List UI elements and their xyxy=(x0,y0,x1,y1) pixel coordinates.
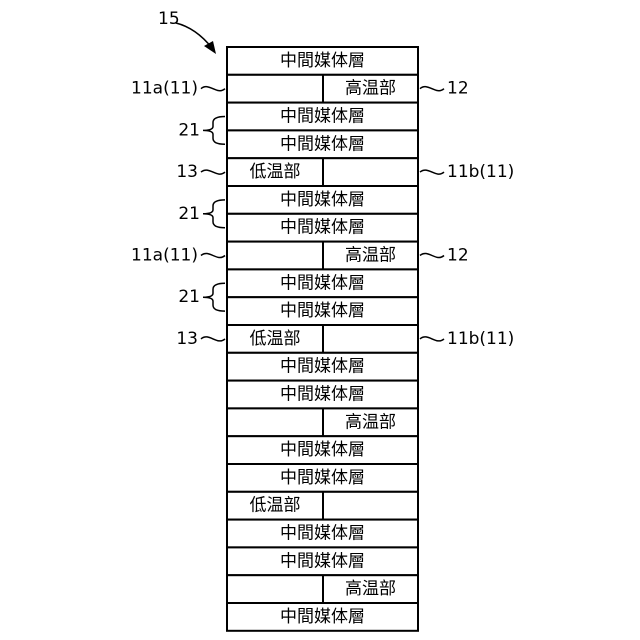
middle-layer-label: 中間媒体層 xyxy=(280,607,365,627)
layer-row: 中間媒体層 xyxy=(227,547,418,575)
layer-row: 中間媒体層 xyxy=(227,353,418,381)
layer-row: 高温部 xyxy=(227,242,418,270)
middle-layer-label: 中間媒体層 xyxy=(280,440,365,460)
callout-label: 11a(11) xyxy=(131,246,198,266)
callout: 21 xyxy=(178,200,225,228)
high-temp-label: 高温部 xyxy=(345,412,396,432)
leader-line xyxy=(201,170,225,174)
layer-row: 中間媒体層 xyxy=(227,214,418,242)
middle-layer-label: 中間媒体層 xyxy=(280,134,365,154)
high-temp-label: 高温部 xyxy=(345,579,396,599)
callout-label: 12 xyxy=(447,246,469,266)
callout: 12 xyxy=(420,246,469,266)
layer-row: 中間媒体層 xyxy=(227,130,418,158)
callout-label: 12 xyxy=(447,79,469,99)
callout: 11a(11) xyxy=(131,246,225,266)
callout: 21 xyxy=(178,117,225,145)
figure-arrowhead xyxy=(204,41,216,54)
layer-row: 中間媒体層 xyxy=(227,297,418,325)
middle-layer-label: 中間媒体層 xyxy=(280,385,365,405)
layer-row: 中間媒体層 xyxy=(227,464,418,492)
low-temp-label: 低温部 xyxy=(250,329,301,349)
layer-rows: 中間媒体層高温部中間媒体層中間媒体層低温部中間媒体層中間媒体層高温部中間媒体層中… xyxy=(227,47,418,631)
low-temp-label: 低温部 xyxy=(250,496,301,516)
leader-line xyxy=(420,337,444,341)
leader-line xyxy=(420,87,444,91)
layer-row: 低温部 xyxy=(227,492,418,520)
callout: 12 xyxy=(420,79,469,99)
callout-label: 21 xyxy=(178,204,200,224)
callout: 11b(11) xyxy=(420,329,514,349)
middle-layer-label: 中間媒体層 xyxy=(280,107,365,127)
middle-layer-label: 中間媒体層 xyxy=(280,273,365,293)
layer-row: 中間媒体層 xyxy=(227,436,418,464)
brace-line xyxy=(203,117,225,145)
high-temp-label: 高温部 xyxy=(345,79,396,99)
leader-line xyxy=(201,87,225,91)
callout-label: 11a(11) xyxy=(131,79,198,99)
middle-layer-label: 中間媒体層 xyxy=(280,357,365,377)
callout-label: 21 xyxy=(178,287,200,307)
brace-line xyxy=(203,200,225,228)
callout: 13 xyxy=(176,162,225,182)
leader-line xyxy=(201,337,225,341)
callout-label: 13 xyxy=(176,329,198,349)
layer-row: 中間媒体層 xyxy=(227,47,418,75)
middle-layer-label: 中間媒体層 xyxy=(280,218,365,238)
middle-layer-label: 中間媒体層 xyxy=(280,551,365,571)
middle-layer-label: 中間媒体層 xyxy=(280,301,365,321)
middle-layer-label: 中間媒体層 xyxy=(280,468,365,488)
callout: 21 xyxy=(178,283,225,311)
layer-row: 中間媒体層 xyxy=(227,103,418,131)
middle-layer-label: 中間媒体層 xyxy=(280,190,365,210)
low-temp-label: 低温部 xyxy=(250,162,301,182)
layer-row: 中間媒体層 xyxy=(227,269,418,297)
callout-label: 11b(11) xyxy=(447,329,514,349)
figure-arrow xyxy=(176,23,212,48)
high-temp-label: 高温部 xyxy=(345,246,396,266)
layer-row: 中間媒体層 xyxy=(227,381,418,409)
layer-row: 高温部 xyxy=(227,575,418,603)
layer-row: 中間媒体層 xyxy=(227,520,418,548)
brace-line xyxy=(203,283,225,311)
callout-label: 13 xyxy=(176,162,198,182)
leader-line xyxy=(420,253,444,257)
callout-label: 11b(11) xyxy=(447,162,514,182)
callout: 13 xyxy=(176,329,225,349)
layer-row: 高温部 xyxy=(227,408,418,436)
leader-line xyxy=(201,253,225,257)
layer-row: 高温部 xyxy=(227,75,418,103)
layer-row: 低温部 xyxy=(227,158,418,186)
figure-label: 15 xyxy=(158,9,180,29)
layer-row: 低温部 xyxy=(227,325,418,353)
middle-layer-label: 中間媒体層 xyxy=(280,524,365,544)
layer-row: 中間媒体層 xyxy=(227,186,418,214)
callout-label: 21 xyxy=(178,120,200,140)
leader-line xyxy=(420,170,444,174)
callout: 11a(11) xyxy=(131,79,225,99)
callout: 11b(11) xyxy=(420,162,514,182)
middle-layer-label: 中間媒体層 xyxy=(280,51,365,71)
layer-row: 中間媒体層 xyxy=(227,603,418,631)
